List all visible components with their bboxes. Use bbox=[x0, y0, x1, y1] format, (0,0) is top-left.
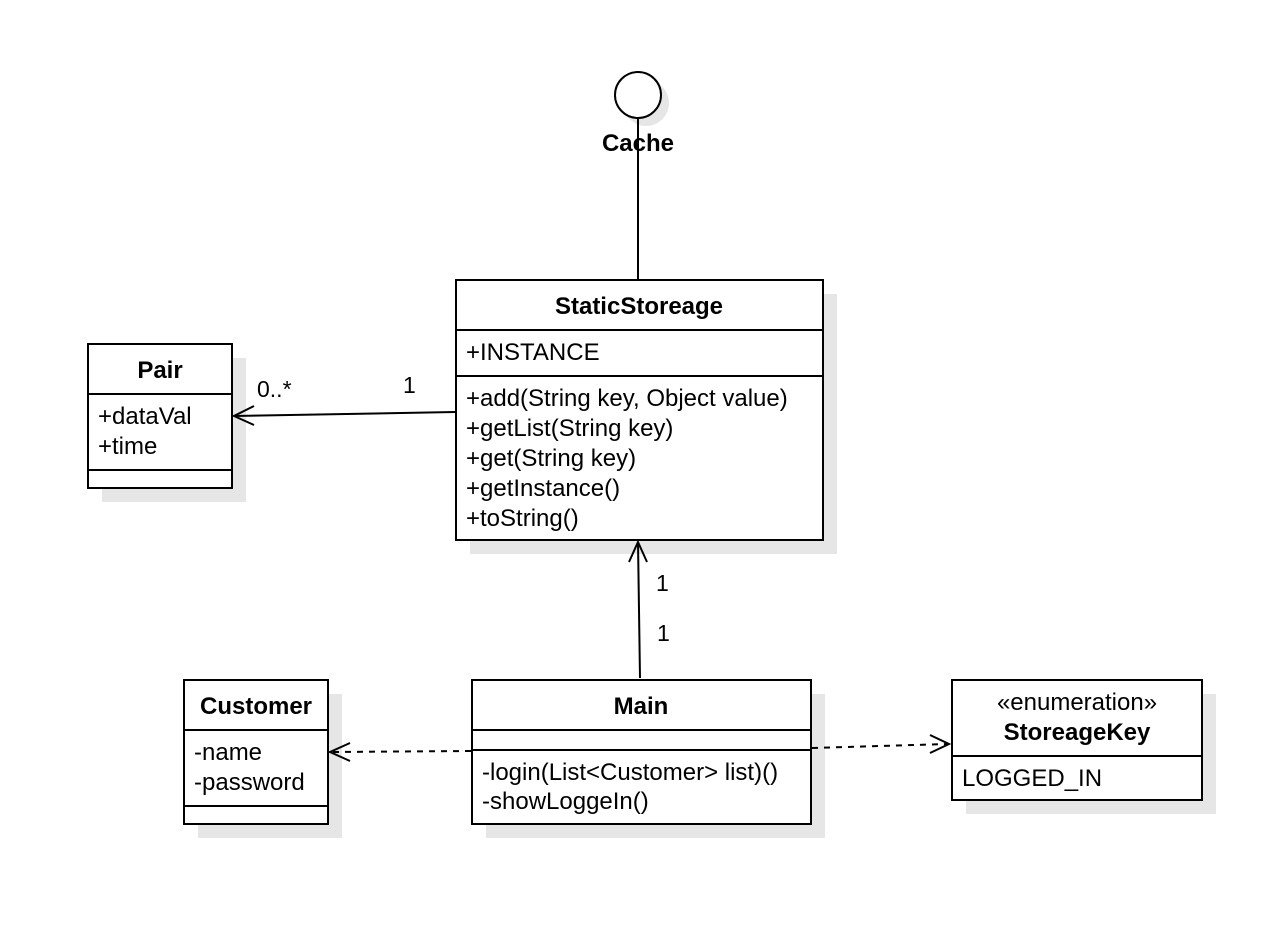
association-line bbox=[637, 541, 641, 679]
cache-interface-label: Cache bbox=[602, 130, 674, 157]
static-storeage-method: +toString() bbox=[466, 505, 579, 532]
open-arrowhead bbox=[231, 405, 255, 426]
customer-attribute: -name bbox=[194, 739, 262, 766]
association-storeage-pair[interactable]: 0..* 1 bbox=[231, 372, 456, 426]
storeage-key-stereotype: «enumeration» bbox=[997, 689, 1157, 716]
static-storeage-attribute: +INSTANCE bbox=[466, 339, 600, 366]
multiplicity-label: 0..* bbox=[257, 376, 292, 402]
main-method: -login(List<Customer> list)() bbox=[482, 759, 778, 786]
storeage-key-name: StoreageKey bbox=[1004, 719, 1151, 746]
pair-attribute: +dataVal bbox=[98, 403, 192, 430]
pair-name: Pair bbox=[137, 357, 182, 384]
class-main[interactable]: Main -login(List<Customer> list)() -show… bbox=[471, 679, 825, 838]
customer-attribute: -password bbox=[194, 769, 305, 796]
class-customer[interactable]: Customer -name -password bbox=[183, 679, 342, 838]
association-main-storeage[interactable]: 1 1 bbox=[628, 539, 670, 679]
static-storeage-method: +add(String key, Object value) bbox=[466, 385, 788, 412]
storeage-key-box bbox=[951, 679, 1203, 801]
cache-interface[interactable]: Cache bbox=[602, 71, 674, 279]
static-storeage-method: +getList(String key) bbox=[466, 415, 673, 442]
static-storeage-name: StaticStoreage bbox=[555, 293, 723, 320]
enum-storeage-key[interactable]: «enumeration» StoreageKey LOGGED_IN bbox=[951, 679, 1216, 814]
open-arrowhead bbox=[327, 742, 351, 762]
dependency-line bbox=[330, 750, 472, 753]
storeage-key-literal: LOGGED_IN bbox=[962, 765, 1102, 792]
multiplicity-label: 1 bbox=[656, 570, 669, 596]
static-storeage-method: +get(String key) bbox=[466, 445, 636, 472]
multiplicity-label: 1 bbox=[403, 372, 416, 398]
dependency-main-storeage-key[interactable] bbox=[811, 734, 952, 754]
multiplicity-label: 1 bbox=[657, 620, 670, 646]
class-static-storeage[interactable]: StaticStoreage +INSTANCE +add(String key… bbox=[455, 279, 837, 554]
class-pair[interactable]: Pair +dataVal +time bbox=[87, 343, 246, 502]
main-name: Main bbox=[614, 693, 669, 720]
association-line bbox=[233, 411, 456, 417]
pair-attribute: +time bbox=[98, 433, 157, 460]
dependency-main-customer[interactable] bbox=[327, 742, 472, 762]
open-arrowhead bbox=[929, 734, 952, 754]
static-storeage-method: +getInstance() bbox=[466, 475, 620, 502]
dependency-line bbox=[811, 743, 949, 749]
main-box bbox=[471, 679, 812, 825]
customer-box bbox=[183, 679, 329, 825]
pair-box bbox=[87, 343, 233, 489]
static-storeage-box bbox=[455, 279, 824, 541]
main-method: -showLoggeIn() bbox=[482, 788, 649, 815]
open-arrowhead bbox=[628, 539, 648, 563]
customer-name: Customer bbox=[200, 693, 312, 720]
cache-interface-circle bbox=[614, 71, 662, 119]
